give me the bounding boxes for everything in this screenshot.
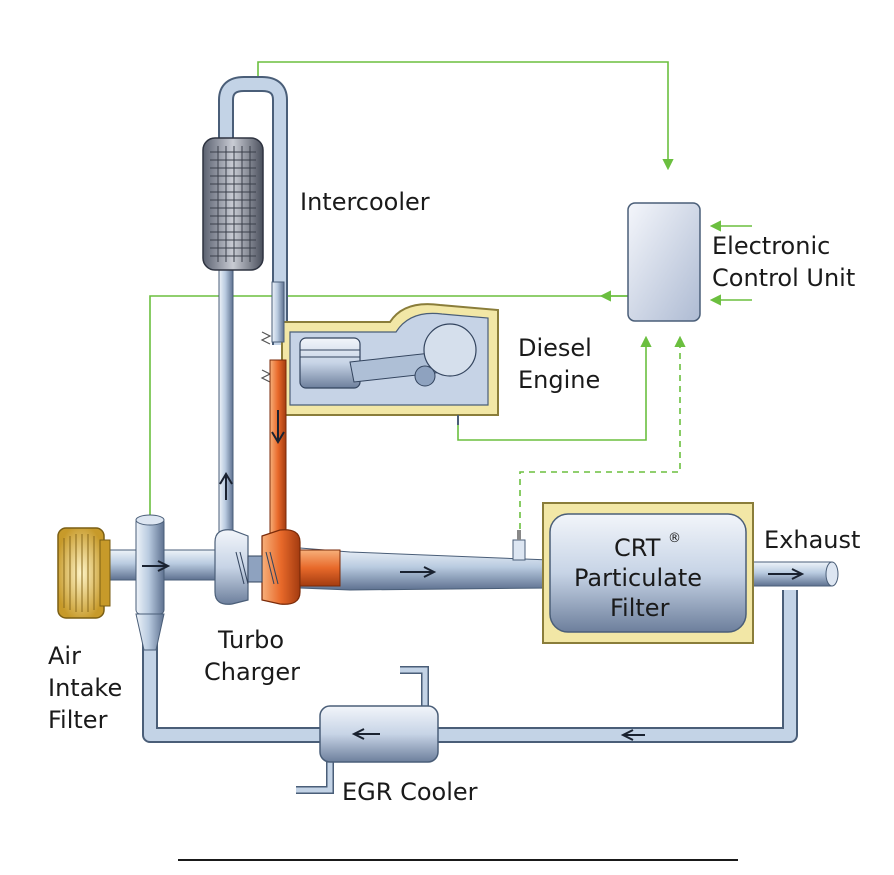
labels: Intercooler Electronic Control Unit Dies… <box>48 188 860 806</box>
label-egr-cooler: EGR Cooler <box>342 778 478 806</box>
egr-pipes <box>142 590 798 794</box>
flow-arrow-up <box>219 472 233 500</box>
engine-valves <box>260 331 272 383</box>
intercooler-pipes <box>218 76 288 541</box>
label-engine-line1: Diesel <box>518 334 592 362</box>
air-intake-filter <box>57 527 111 619</box>
label-intercooler: Intercooler <box>300 188 430 216</box>
ecu-box <box>627 202 701 322</box>
signal-wires <box>149 61 752 540</box>
crt-particulate-filter <box>542 502 754 644</box>
label-turbo-line2: Charger <box>204 658 300 686</box>
egr-cooler <box>319 705 439 763</box>
label-air-line3: Filter <box>48 706 108 734</box>
label-ecu-line2: Control Unit <box>712 264 855 292</box>
label-ecu-line1: Electronic <box>712 232 830 260</box>
label-exhaust: Exhaust <box>764 526 860 554</box>
label-air-line1: Air <box>48 642 81 670</box>
label-turbo-line1: Turbo <box>217 626 284 654</box>
label-air-line2: Intake <box>48 674 122 702</box>
exhaust-manifold <box>269 281 287 541</box>
label-crt-registered: ® <box>668 531 681 546</box>
label-crt-line1: CRT <box>614 534 661 562</box>
turbo-charger <box>214 529 341 605</box>
label-crt-line3: Filter <box>610 594 670 622</box>
label-engine-line2: Engine <box>518 366 600 394</box>
label-crt-line2: Particulate <box>574 564 702 592</box>
diesel-engine <box>281 303 499 425</box>
intercooler-core <box>202 137 264 271</box>
